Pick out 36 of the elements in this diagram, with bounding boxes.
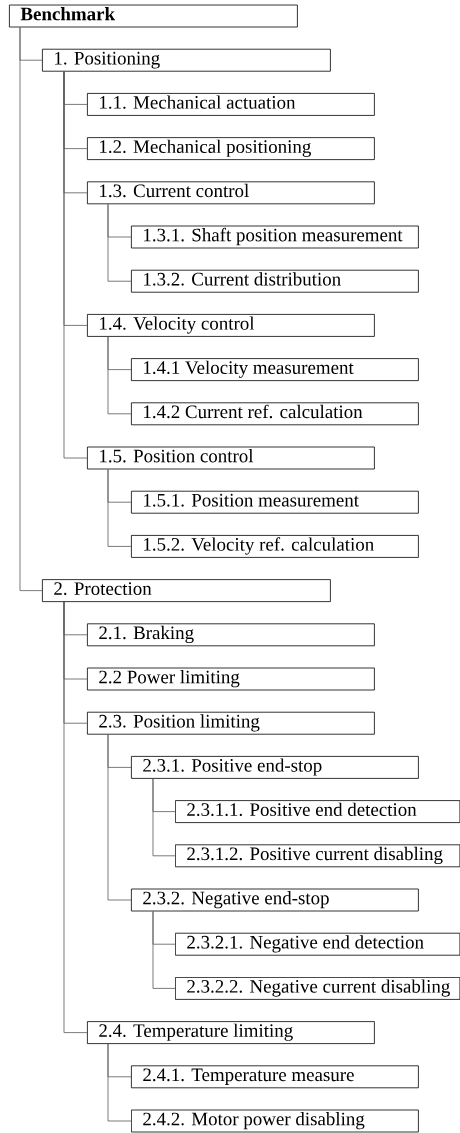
- tree-box: 2.3.1.2. Positive current disabling: [175, 844, 460, 868]
- tree-box: 2.1. Braking: [87, 623, 375, 647]
- tree-box: 2.3.2. Negative end-stop: [131, 888, 419, 912]
- tree-connector: [107, 336, 132, 415]
- tree-box: 2.4.1. Temperature measure: [131, 1065, 419, 1089]
- tree-box: 1.3. Current control: [87, 181, 375, 205]
- tree-box: 1.4. Velocity control: [87, 314, 375, 337]
- root-box: Benchmark: [9, 4, 298, 28]
- tree-box: 2.2 Power limiting: [87, 667, 375, 691]
- tree-box: 2.3.2.1. Negative end detection: [175, 932, 460, 956]
- tree-box: 2.3.1. Positive end-stop: [131, 756, 419, 779]
- tree-box: 1.5. Position control: [87, 446, 375, 470]
- tree-box: 2.3.1.1. Positive end detection: [175, 800, 460, 823]
- tree-box: 2.3. Position limiting: [87, 711, 375, 735]
- tree-connector: [107, 203, 132, 282]
- tree-box: 2.3.2.2. Negative current disabling: [175, 977, 460, 1000]
- tree-box: 1.5.2. Velocity ref. calculation: [131, 535, 419, 558]
- tree-connector: [63, 601, 88, 1033]
- tree-connector: [19, 27, 43, 591]
- tree-box: 2.4. Temperature limiting: [87, 1021, 375, 1044]
- tree-box: 1.2. Mechanical positioning: [87, 137, 375, 160]
- tree-box: 1.4.2 Current ref. calculation: [131, 402, 419, 426]
- tree-box: 1.1. Mechanical actuation: [87, 93, 375, 116]
- tree-connector: [152, 911, 176, 989]
- tree-box: 1.4.1 Velocity measurement: [131, 358, 419, 381]
- tree-box: 2. Protection: [42, 579, 331, 602]
- tree-connector: [63, 71, 88, 459]
- tree-connector: [107, 1043, 132, 1122]
- tree-connector: [107, 469, 132, 547]
- tree-box: 2.4.2. Motor power disabling: [131, 1109, 419, 1133]
- tree-connector: [107, 734, 132, 901]
- tree-box: 1.3.2. Current distribution: [131, 269, 419, 293]
- tree-box: 1. Positioning: [42, 48, 331, 72]
- tree-box: 1.3.1. Shaft position measurement: [131, 225, 419, 249]
- tree-box: 1.5.1. Position measurement: [131, 490, 419, 514]
- tree-connector: [152, 778, 176, 857]
